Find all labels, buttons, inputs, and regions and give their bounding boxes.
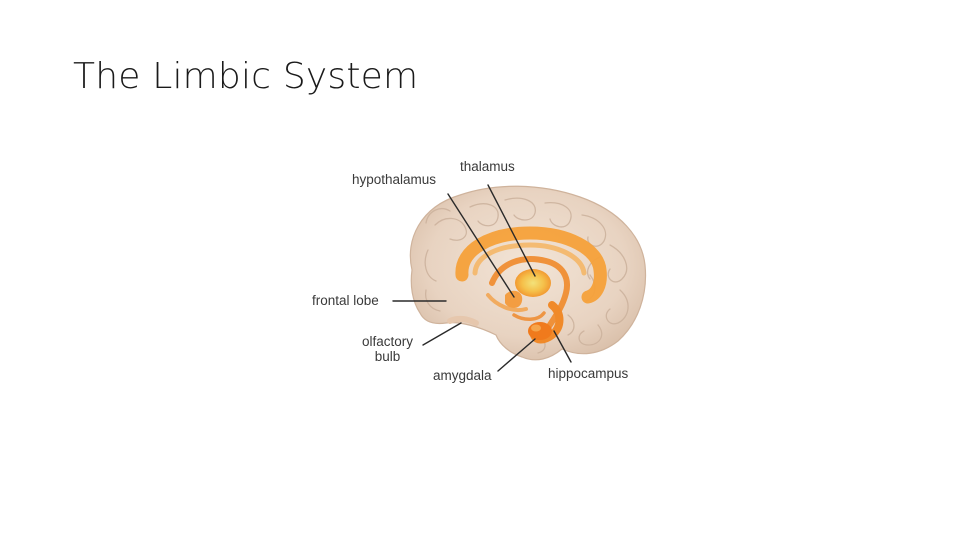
brain-gyri — [424, 197, 629, 354]
olfactory-bulb-structure — [447, 315, 479, 326]
label-olfactory-bulb-line1: olfactory — [362, 334, 414, 349]
slide-title: The Limbic System — [73, 56, 419, 97]
leader-line-thalamus — [487, 184, 536, 277]
leader-line-hippocampus — [553, 330, 572, 363]
amygdala-structure — [528, 322, 552, 340]
label-frontal-lobe: frontal lobe — [312, 293, 379, 308]
label-hippocampus: hippocampus — [548, 366, 629, 381]
cingulate-gyrus — [455, 226, 607, 304]
brain-illustration — [392, 184, 647, 372]
limbic-system-diagram: thalamus hypothalamus frontal lobe olfac… — [300, 145, 660, 390]
hypothalamus-structure — [505, 290, 523, 308]
leader-line-amygdala — [497, 338, 536, 372]
label-olfactory-bulb: olfactory bulb — [362, 334, 413, 364]
thalamus-structure — [515, 269, 551, 297]
leader-line-hypothalamus — [447, 193, 515, 298]
leader-line-olfactory-bulb — [422, 322, 462, 346]
label-thalamus: thalamus — [460, 159, 515, 174]
label-hypothalamus: hypothalamus — [352, 172, 437, 187]
leader-lines — [392, 184, 572, 372]
label-amygdala: amygdala — [433, 368, 492, 383]
label-olfactory-bulb-line2: bulb — [374, 349, 401, 364]
